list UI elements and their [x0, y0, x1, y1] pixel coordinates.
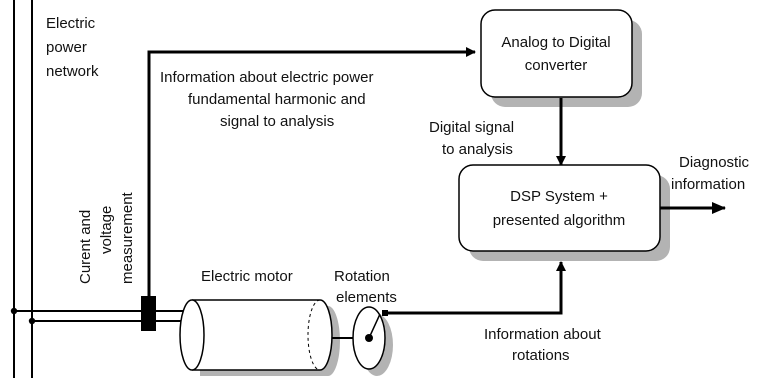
network-label-3: network: [46, 63, 99, 80]
rotation-signal-arrow: [385, 261, 566, 315]
motor-label: Electric motor: [201, 268, 293, 285]
rotation-label-1: Rotation: [334, 268, 390, 285]
info-power-label-1: Information about electric power: [160, 69, 373, 86]
rotation-label-2: elements: [336, 289, 397, 306]
adc-label-1: Analog to Digital: [501, 34, 610, 51]
diagnostic-label-1: Diagnostic: [679, 154, 750, 171]
rotation-info-label-2: rotations: [512, 347, 570, 364]
digital-signal-label-2: to analysis: [442, 141, 513, 158]
measurement-label: Curent and voltage measurement: [77, 191, 136, 284]
svg-text:Curent and: Curent and: [77, 210, 94, 284]
info-power-label-3: signal to analysis: [220, 113, 334, 130]
dsp-box: DSP System + presented algorithm: [458, 164, 670, 261]
motor-feeder-lines: [10, 307, 192, 325]
measurement-signal-arrow: [147, 47, 476, 296]
power-network-bus: [13, 0, 33, 378]
svg-text:measurement: measurement: [119, 191, 136, 284]
dsp-label-2: presented algorithm: [493, 212, 626, 229]
electric-motor: [179, 299, 340, 376]
measurement-sensor: [141, 296, 156, 331]
network-label-2: power: [46, 39, 87, 56]
rotation-info-label-1: Information about: [484, 326, 602, 343]
diagnostic-label-2: information: [671, 176, 745, 193]
info-power-label-2: fundamental harmonic and: [188, 91, 366, 108]
svg-text:voltage: voltage: [98, 206, 115, 254]
adc-label-2: converter: [525, 57, 588, 74]
network-label-1: Electric: [46, 15, 96, 32]
adc-box: Analog to Digital converter: [480, 9, 642, 107]
rotation-element: [352, 306, 393, 376]
dsp-label-1: DSP System +: [510, 188, 608, 205]
digital-signal-label-1: Digital signal: [429, 119, 514, 136]
